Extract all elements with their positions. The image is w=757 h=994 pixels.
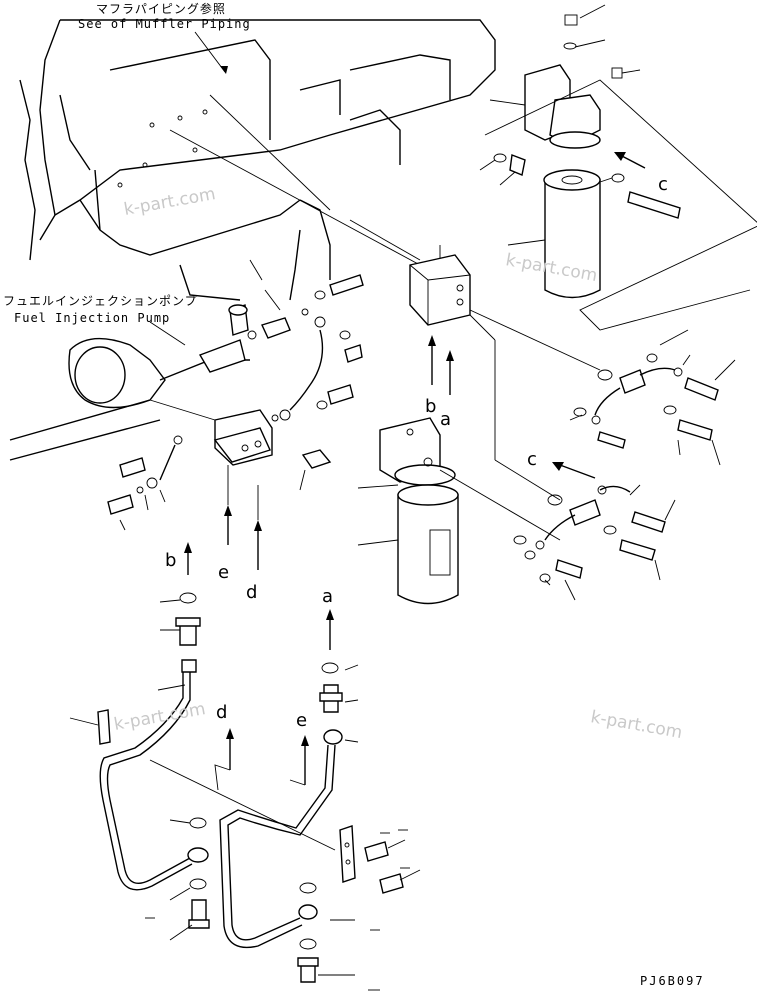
note-muffler-en: See of Muffler Piping	[78, 17, 251, 31]
bottom-right-pipe	[219, 662, 380, 991]
distribution-block	[409, 245, 471, 326]
upper-filter-cartridge	[507, 169, 601, 299]
upper-bolts	[479, 153, 681, 219]
pipe-clip	[69, 709, 111, 745]
callout-c-mid: c	[527, 449, 537, 470]
left-small-fittings	[107, 435, 183, 531]
note-muffler-jp: マフラパイピング参照	[96, 1, 226, 16]
callout-d-bottom: d	[216, 702, 227, 723]
callout-d-left: d	[246, 582, 257, 603]
callout-b-top: b	[425, 396, 436, 417]
callout-b-left: b	[165, 550, 176, 571]
pump-fittings	[198, 259, 364, 422]
callout-c-top: c	[658, 174, 668, 195]
bottom-left-pipe	[99, 592, 210, 941]
note-pump-en: Fuel Injection Pump	[14, 311, 170, 325]
bottom-bracket	[339, 825, 421, 894]
block-arrows	[428, 335, 454, 395]
callout-a-top: a	[440, 409, 451, 430]
engine-block	[19, 19, 496, 301]
callout-e-left: e	[218, 562, 229, 583]
watermark: k-part.com	[112, 699, 207, 735]
callout-a-bottom: a	[322, 586, 333, 607]
drawing-code: PJ6B097	[640, 974, 705, 988]
lower-filter-cartridge	[357, 484, 459, 605]
right-upper-fitting	[569, 329, 736, 466]
pump-bracket-block	[149, 399, 332, 491]
note-pump-jp: フュエルインジェクションポンプ	[3, 294, 198, 308]
watermark: k-part.com	[122, 184, 217, 220]
right-lower-fitting	[513, 484, 676, 601]
watermark: k-part.com	[589, 707, 684, 743]
callout-e-bottom: e	[296, 710, 307, 731]
upper-filter-head	[484, 4, 757, 331]
